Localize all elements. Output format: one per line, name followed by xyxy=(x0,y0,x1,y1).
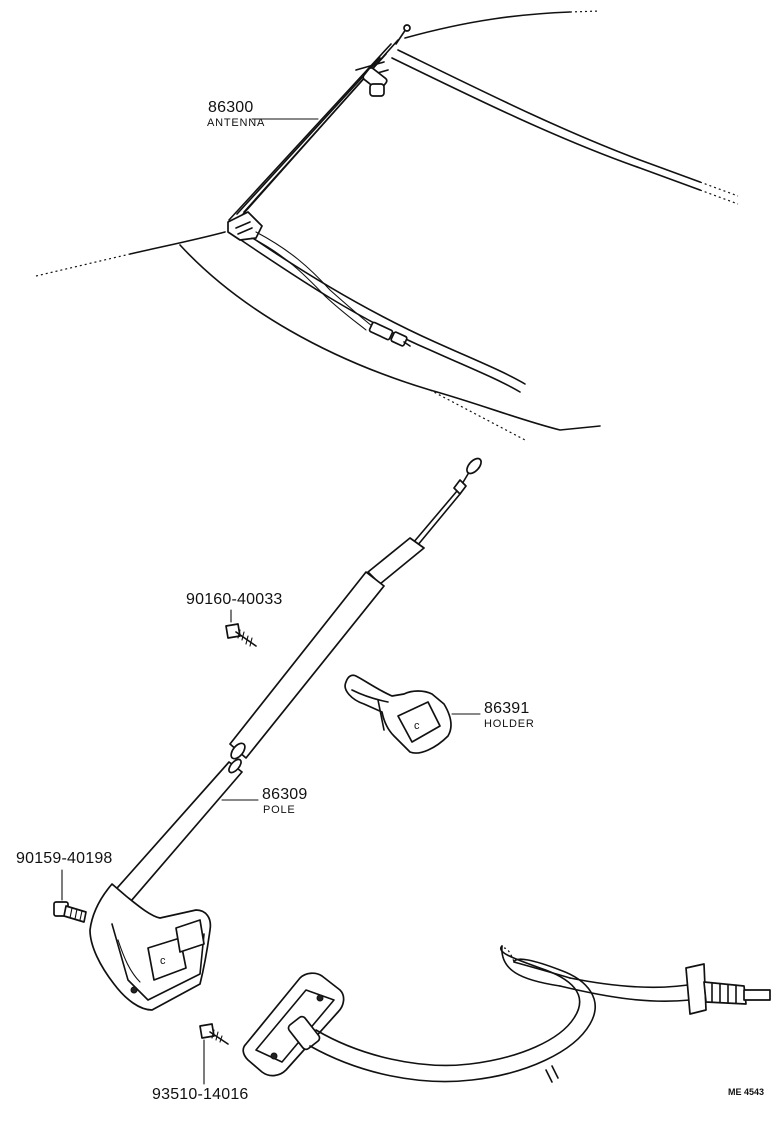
part-number-90160-40033: 90160-40033 xyxy=(186,591,283,608)
car-body-outline xyxy=(35,10,739,441)
part-number-90159-40198: 90159-40198 xyxy=(16,850,113,867)
antenna-mast xyxy=(229,457,482,760)
part-name-antenna: ANTENNA xyxy=(207,117,266,129)
drawing-code: ME 4543 xyxy=(728,1087,765,1097)
bolt-90159-40198 xyxy=(53,869,87,923)
part-name-holder: HOLDER xyxy=(484,718,535,730)
svg-text:c: c xyxy=(414,720,420,732)
mounted-antenna xyxy=(227,24,411,347)
pole-assembly: c xyxy=(89,758,243,1011)
part-number-86300: 86300 xyxy=(208,99,254,116)
cable-assembly xyxy=(242,945,771,1083)
svg-text:c: c xyxy=(160,955,166,967)
screw-90160-40033 xyxy=(225,609,257,647)
part-number-86391: 86391 xyxy=(484,700,530,717)
part-name-pole: POLE xyxy=(263,804,296,816)
part-number-86309: 86309 xyxy=(262,786,308,803)
holder-86391: c xyxy=(344,674,452,754)
part-number-93510-14016: 93510-14016 xyxy=(152,1086,249,1103)
screw-93510-14016 xyxy=(199,1023,229,1085)
